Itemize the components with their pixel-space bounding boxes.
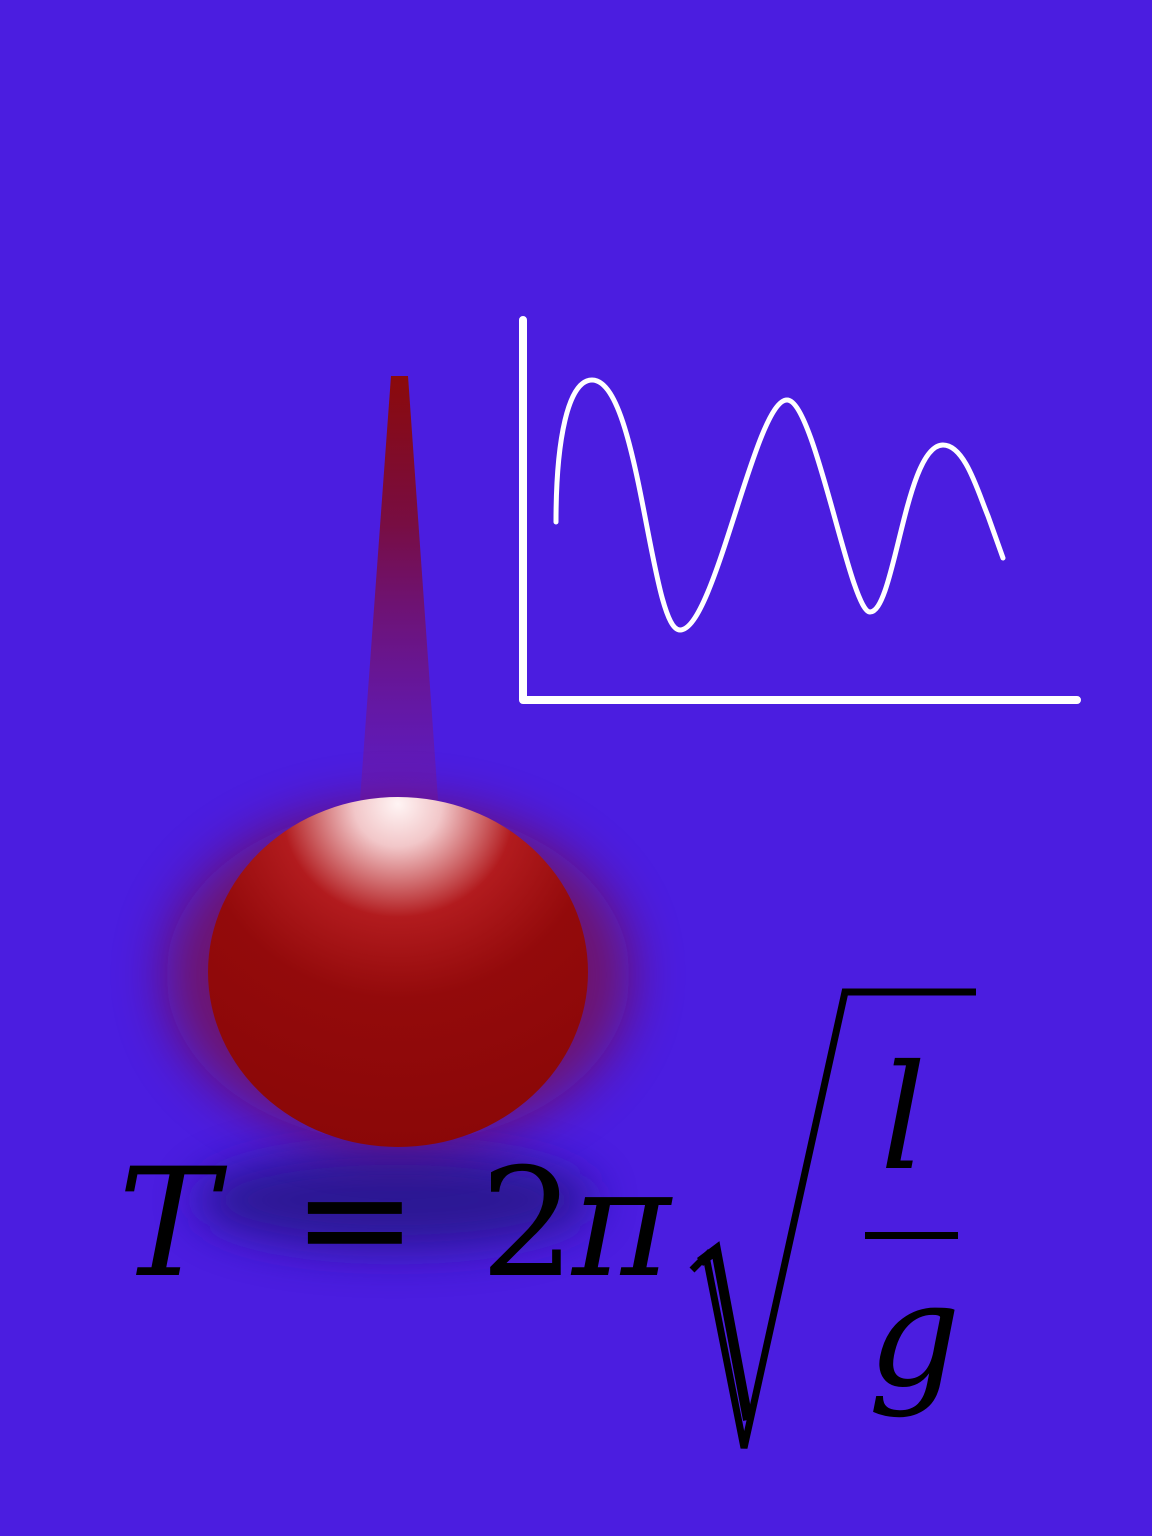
damped-oscillation-plot bbox=[519, 316, 1081, 704]
pendulum-rod bbox=[360, 376, 438, 800]
equation-coefficient: 2 bbox=[480, 1137, 575, 1311]
oscillation-curve bbox=[553, 377, 1006, 633]
pendulum-bob bbox=[208, 797, 588, 1147]
equation-equals: = bbox=[292, 1132, 418, 1306]
equation-denominator: g bbox=[868, 1251, 961, 1420]
period-equation: T = 2 π l g bbox=[118, 988, 976, 1449]
plot-axes bbox=[519, 316, 1081, 704]
equation-lhs: T bbox=[118, 1137, 228, 1311]
pendulum bbox=[166, 376, 630, 1250]
equation-pi: π bbox=[570, 1137, 673, 1311]
equation-numerator: l bbox=[880, 1034, 926, 1203]
radical-sign-stroke bbox=[697, 1241, 753, 1421]
bob-shadow bbox=[195, 1150, 595, 1250]
fraction-bar bbox=[865, 1232, 958, 1239]
